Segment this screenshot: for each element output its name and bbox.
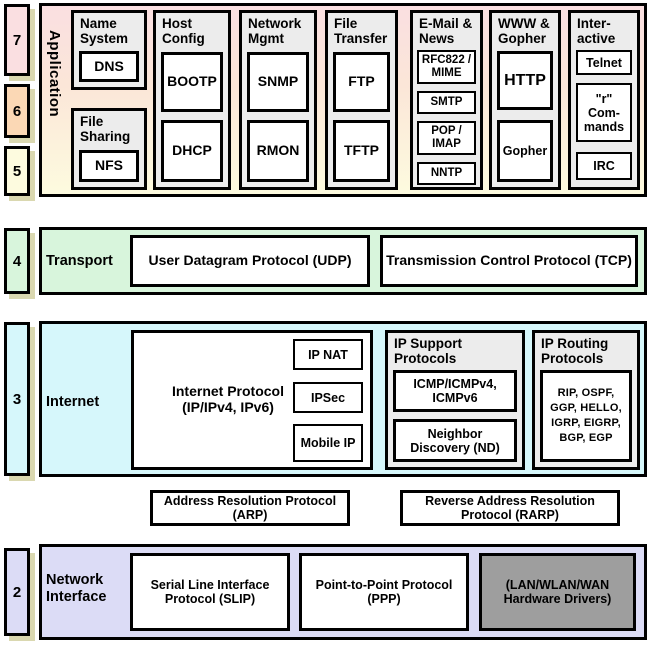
protocol-ip-nat: IP NAT (293, 339, 363, 370)
group-name-system-title: Name System (80, 16, 129, 47)
protocol-neighbor-discovery: Neighbor Discovery (ND) (393, 419, 517, 462)
protocol-slip: Serial Line Interface Protocol (SLIP) (130, 553, 290, 631)
protocol-udp: User Datagram Protocol (UDP) (130, 235, 370, 287)
protocol-dhcp: DHCP (161, 120, 223, 182)
protocol-rmon: RMON (247, 120, 309, 182)
protocol-tftp: TFTP (333, 120, 390, 182)
protocol-ppp: Point-to-Point Protocol (PPP) (299, 553, 469, 631)
protocol-hardware-drivers: (LAN/WLAN/WAN Hardware Drivers) (479, 553, 636, 631)
layer-number-6: 6 (4, 84, 30, 138)
protocol-tcp: Transmission Control Protocol (TCP) (380, 235, 638, 287)
group-file-transfer-title: File Transfer (334, 16, 388, 47)
protocol-rarp: Reverse Address Resolution Protocol (RAR… (400, 490, 620, 526)
protocol-mobile-ip: Mobile IP (293, 424, 363, 462)
layer-number-2-label: 2 (12, 583, 22, 601)
layer-number-5: 5 (4, 146, 30, 196)
protocol-bootp: BOOTP (161, 52, 223, 112)
protocol-routing-list: RIP, OSPF, GGP, HELLO, IGRP, EIGRP, BGP,… (540, 370, 632, 462)
application-layer-label: Application (46, 30, 63, 118)
protocol-r-commands: "r" Com-mands (576, 83, 632, 142)
protocol-telnet: Telnet (576, 50, 632, 75)
group-email-news-title: E-Mail & News (419, 16, 473, 47)
protocol-smtp: SMTP (417, 91, 476, 114)
layer-number-3-label: 3 (12, 390, 22, 408)
group-www-gopher-title: WWW & Gopher (498, 16, 550, 47)
layer-number-3: 3 (4, 322, 30, 476)
group-ip-support-protocols-title: IP Support Protocols (394, 336, 463, 367)
protocol-irc: IRC (576, 152, 632, 180)
protocol-rfc822-mime: RFC822 / MIME (417, 50, 476, 84)
layer-number-4: 4 (4, 228, 30, 294)
protocol-gopher: Gopher (497, 120, 553, 182)
protocol-ftp: FTP (333, 52, 390, 112)
internet-layer-label: Internet (46, 394, 100, 410)
protocol-arp: Address Resolution Protocol (ARP) (150, 490, 350, 526)
protocol-http: HTTP (497, 51, 553, 110)
network-interface-layer-label: Network Interface (46, 572, 107, 605)
protocol-dns: DNS (79, 51, 139, 82)
layer-number-5-label: 5 (12, 162, 22, 180)
protocol-ipsec: IPSec (293, 382, 363, 413)
protocol-pop-imap: POP / IMAP (417, 121, 476, 155)
layer-number-4-label: 4 (12, 252, 22, 270)
layer-number-6-label: 6 (12, 102, 22, 120)
group-interactive-title: Inter-active (577, 16, 616, 47)
layer-number-2: 2 (4, 548, 30, 636)
transport-layer-label: Transport (46, 253, 113, 269)
group-file-sharing-title: File Sharing (80, 114, 131, 145)
protocol-snmp: SNMP (247, 52, 309, 112)
layer-number-7: 7 (4, 4, 30, 76)
layer-number-7-label: 7 (12, 31, 22, 49)
protocol-nntp: NNTP (417, 162, 476, 185)
protocol-icmp: ICMP/ICMPv4, ICMPv6 (393, 370, 517, 412)
group-network-mgmt-title: Network Mgmt (248, 16, 302, 47)
protocol-nfs: NFS (79, 150, 139, 182)
group-ip-routing-protocols-title: IP Routing Protocols (541, 336, 609, 367)
group-host-config-title: Host Config (162, 16, 205, 47)
